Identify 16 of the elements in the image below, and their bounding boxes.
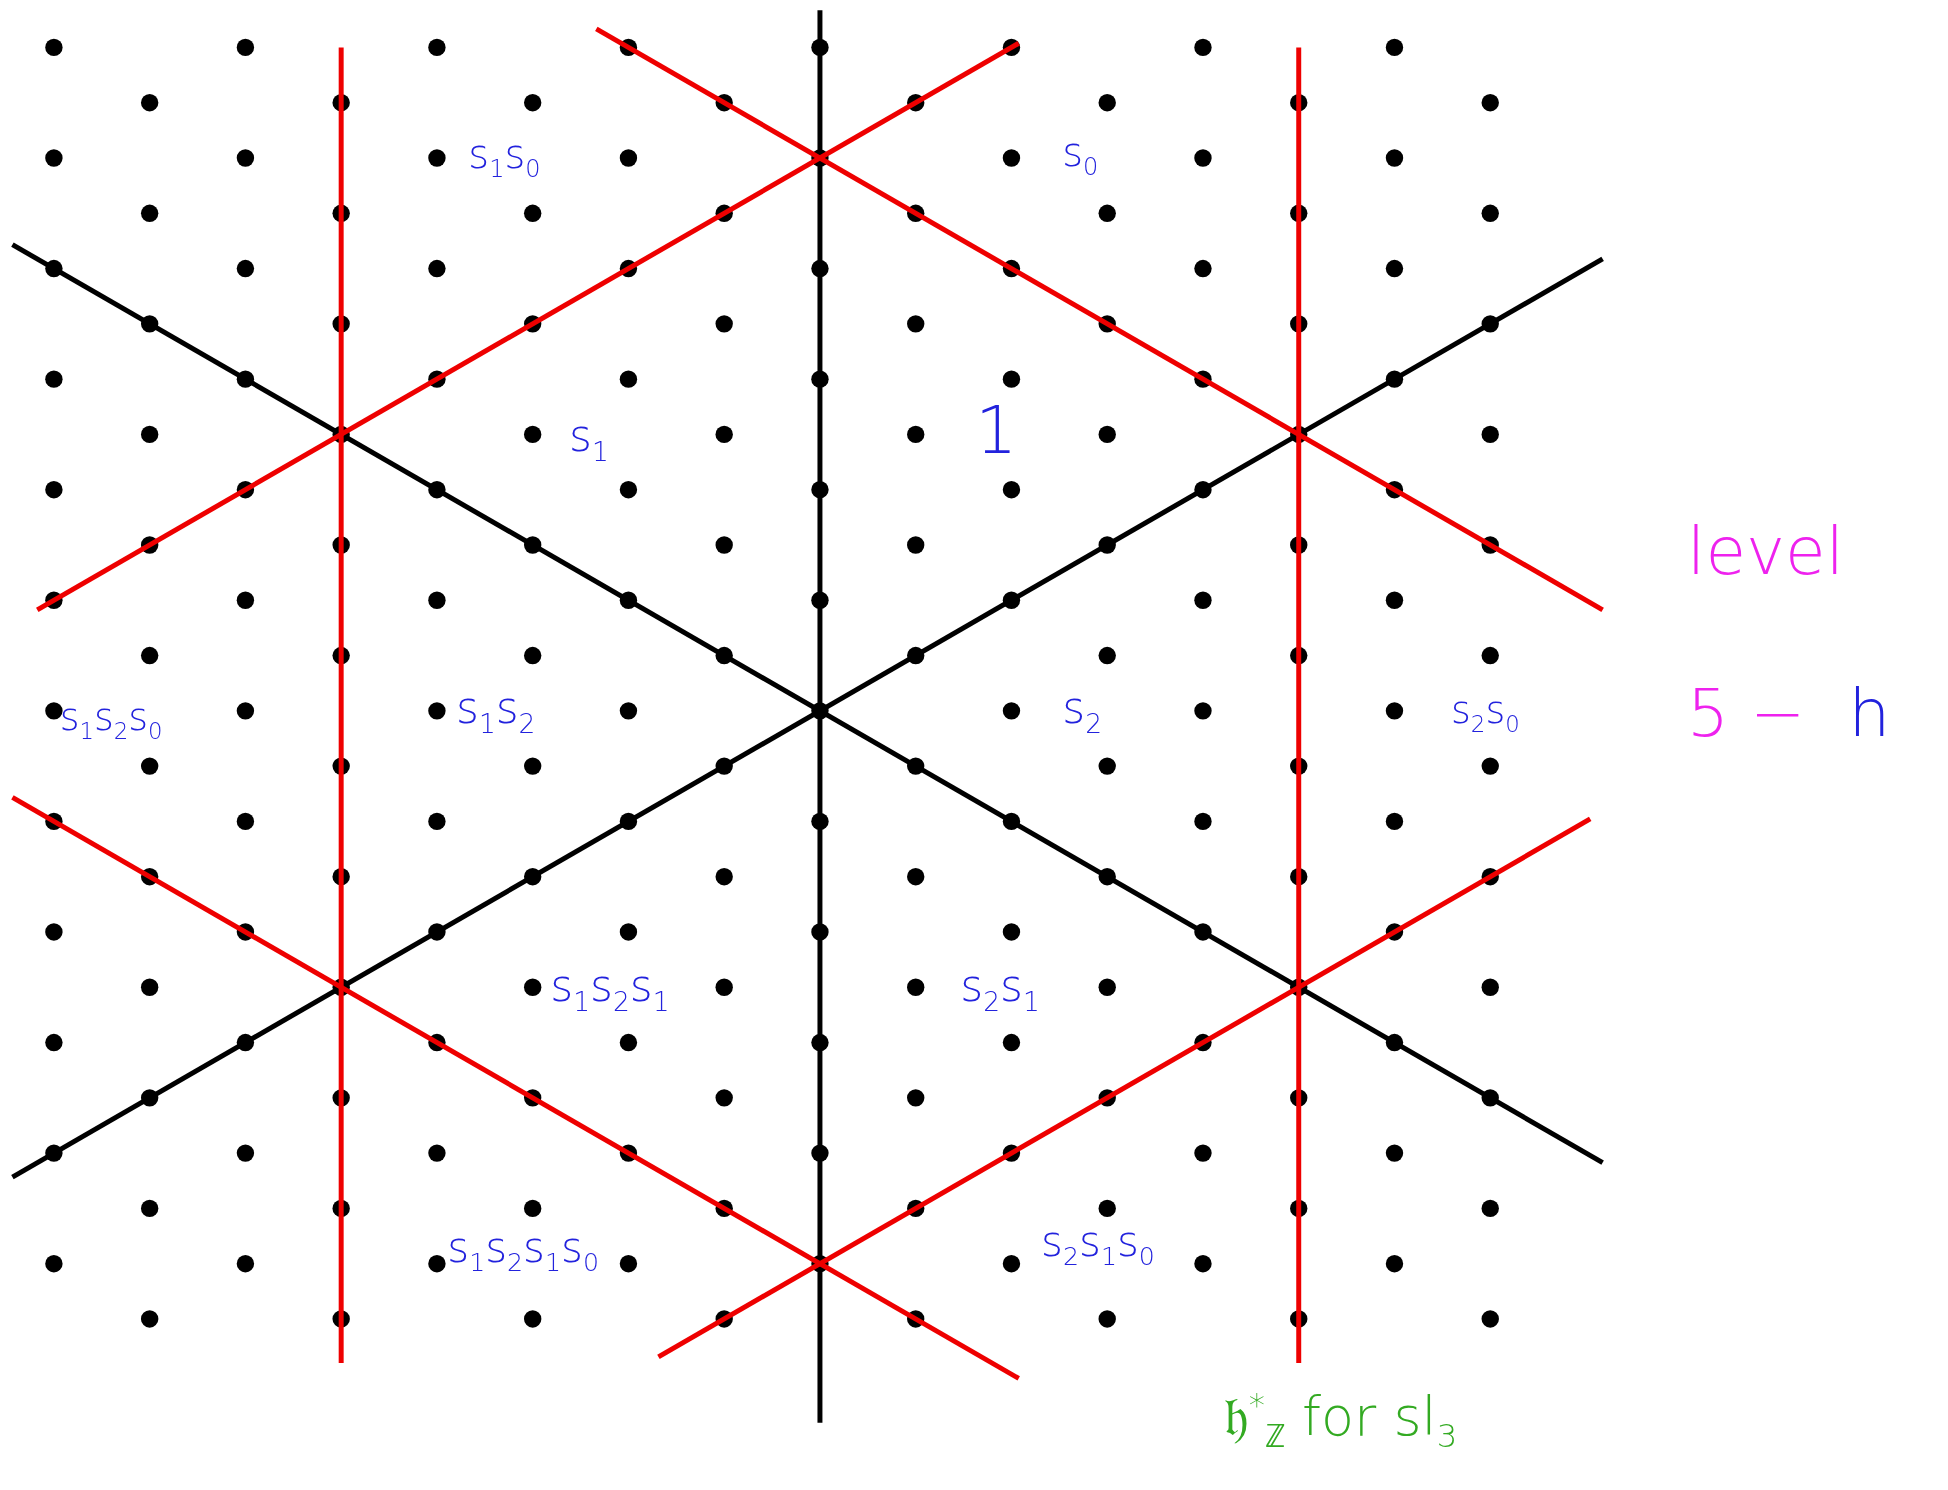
alcove-label: s$_{2}$s$_{1}$s$_{0}$ [1041,1221,1155,1270]
level-variable: h [1848,680,1891,747]
alcove-label: 1 [975,397,1018,464]
level-label: level [1687,519,1845,586]
alcove-label: s$_{1}$s$_{0}$ [468,134,541,182]
alcove-label: s$_{0}$ [1062,131,1099,179]
alcove-label: s$_{1}$s$_{2}$ [455,685,536,737]
alcove-label: s$_{2}$ [1062,685,1102,737]
level-value: 5 − [1687,680,1806,747]
alcove-label: s$_{1}$s$_{2}$s$_{1}$s$_{0}$ [447,1227,599,1277]
alcove-label: s$_{2}$s$_{0}$ [1451,690,1520,736]
alcove-label: s$_{1}$s$_{2}$s$_{1}$ [550,964,670,1016]
alcove-label: s$_{1}$ [569,413,609,465]
lattice-caption: 𝔥$^{*}$$_{ℤ}$ for sl$_{3}$ [1223,1388,1458,1453]
alcove-label: s$_{1}$s$_{2}$s$_{0}$ [59,698,163,743]
alcove-label: s$_{2}$s$_{1}$ [960,964,1040,1016]
